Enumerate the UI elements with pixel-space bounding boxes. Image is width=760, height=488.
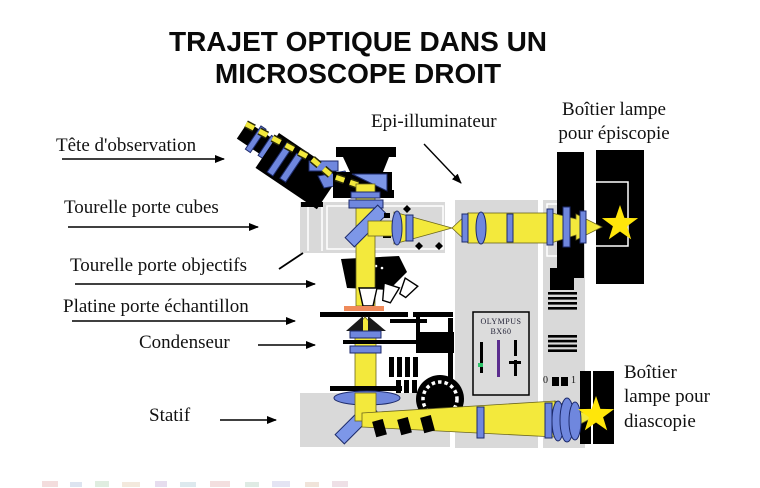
power-switch-on-label: 1 (571, 375, 576, 386)
label-statif: Statif (149, 405, 191, 426)
slider-purple (497, 340, 500, 377)
lamp-star-episcopie (601, 205, 639, 240)
page-title: TRAJET OPTIQUE DANS UN MICROSCOPE DROIT (58, 26, 658, 90)
annotation-arrows (62, 143, 462, 424)
lamp-star-diascopie (577, 396, 615, 431)
specimen-slide (344, 306, 384, 311)
arrow-epi-illuminateur (423, 143, 462, 184)
power-switch (552, 377, 559, 386)
power-switch-off-label: 0 (543, 375, 548, 386)
base-filter-holders (372, 414, 435, 438)
objective-center (358, 287, 378, 307)
panel-brand-label: OLYMPUS (480, 317, 522, 326)
label-condenseur: Condenseur (139, 332, 230, 353)
stage (320, 312, 454, 380)
label-platine-porte-echantillon: Platine porte échantillon (63, 296, 249, 317)
arrow-objectifs-slash (278, 252, 304, 270)
epi-beam-lenses (391, 206, 587, 248)
body-right-column-details (548, 268, 577, 386)
head-prism (351, 173, 388, 192)
title-line-1: TRAJET OPTIQUE DANS UN (168, 26, 548, 57)
cropped-text-remnant (42, 481, 348, 487)
indicator-green-light (478, 363, 483, 367)
binocular-tube (255, 133, 341, 210)
condenser (330, 316, 416, 394)
eyepiece-beam (244, 121, 359, 188)
trinocular-mount (336, 147, 396, 172)
panel-model-label: BX60 (490, 327, 512, 336)
transmitted-beam-lenses (476, 397, 582, 443)
control-panel (472, 311, 530, 396)
objectives (358, 277, 419, 307)
label-tete-observation: Tête d'observation (56, 135, 197, 156)
label-epi-illuminateur: Epi-illuminateur (371, 111, 497, 132)
title-line-2: MICROSCOPE DROIT (214, 58, 502, 89)
aperture-stops (403, 205, 443, 250)
lamp-housing-diascopie (580, 371, 614, 444)
label-tourelle-porte-cubes: Tourelle porte cubes (64, 197, 219, 218)
label-boitier-lampe-episcopie: Boîtier lampe pour épiscopie (558, 99, 670, 145)
label-tourelle-porte-objectifs: Tourelle porte objectifs (70, 255, 247, 276)
label-boitier-lampe-diascopie: Boîtier lampe pour diascopie (624, 362, 711, 432)
filter-slots (389, 357, 418, 393)
